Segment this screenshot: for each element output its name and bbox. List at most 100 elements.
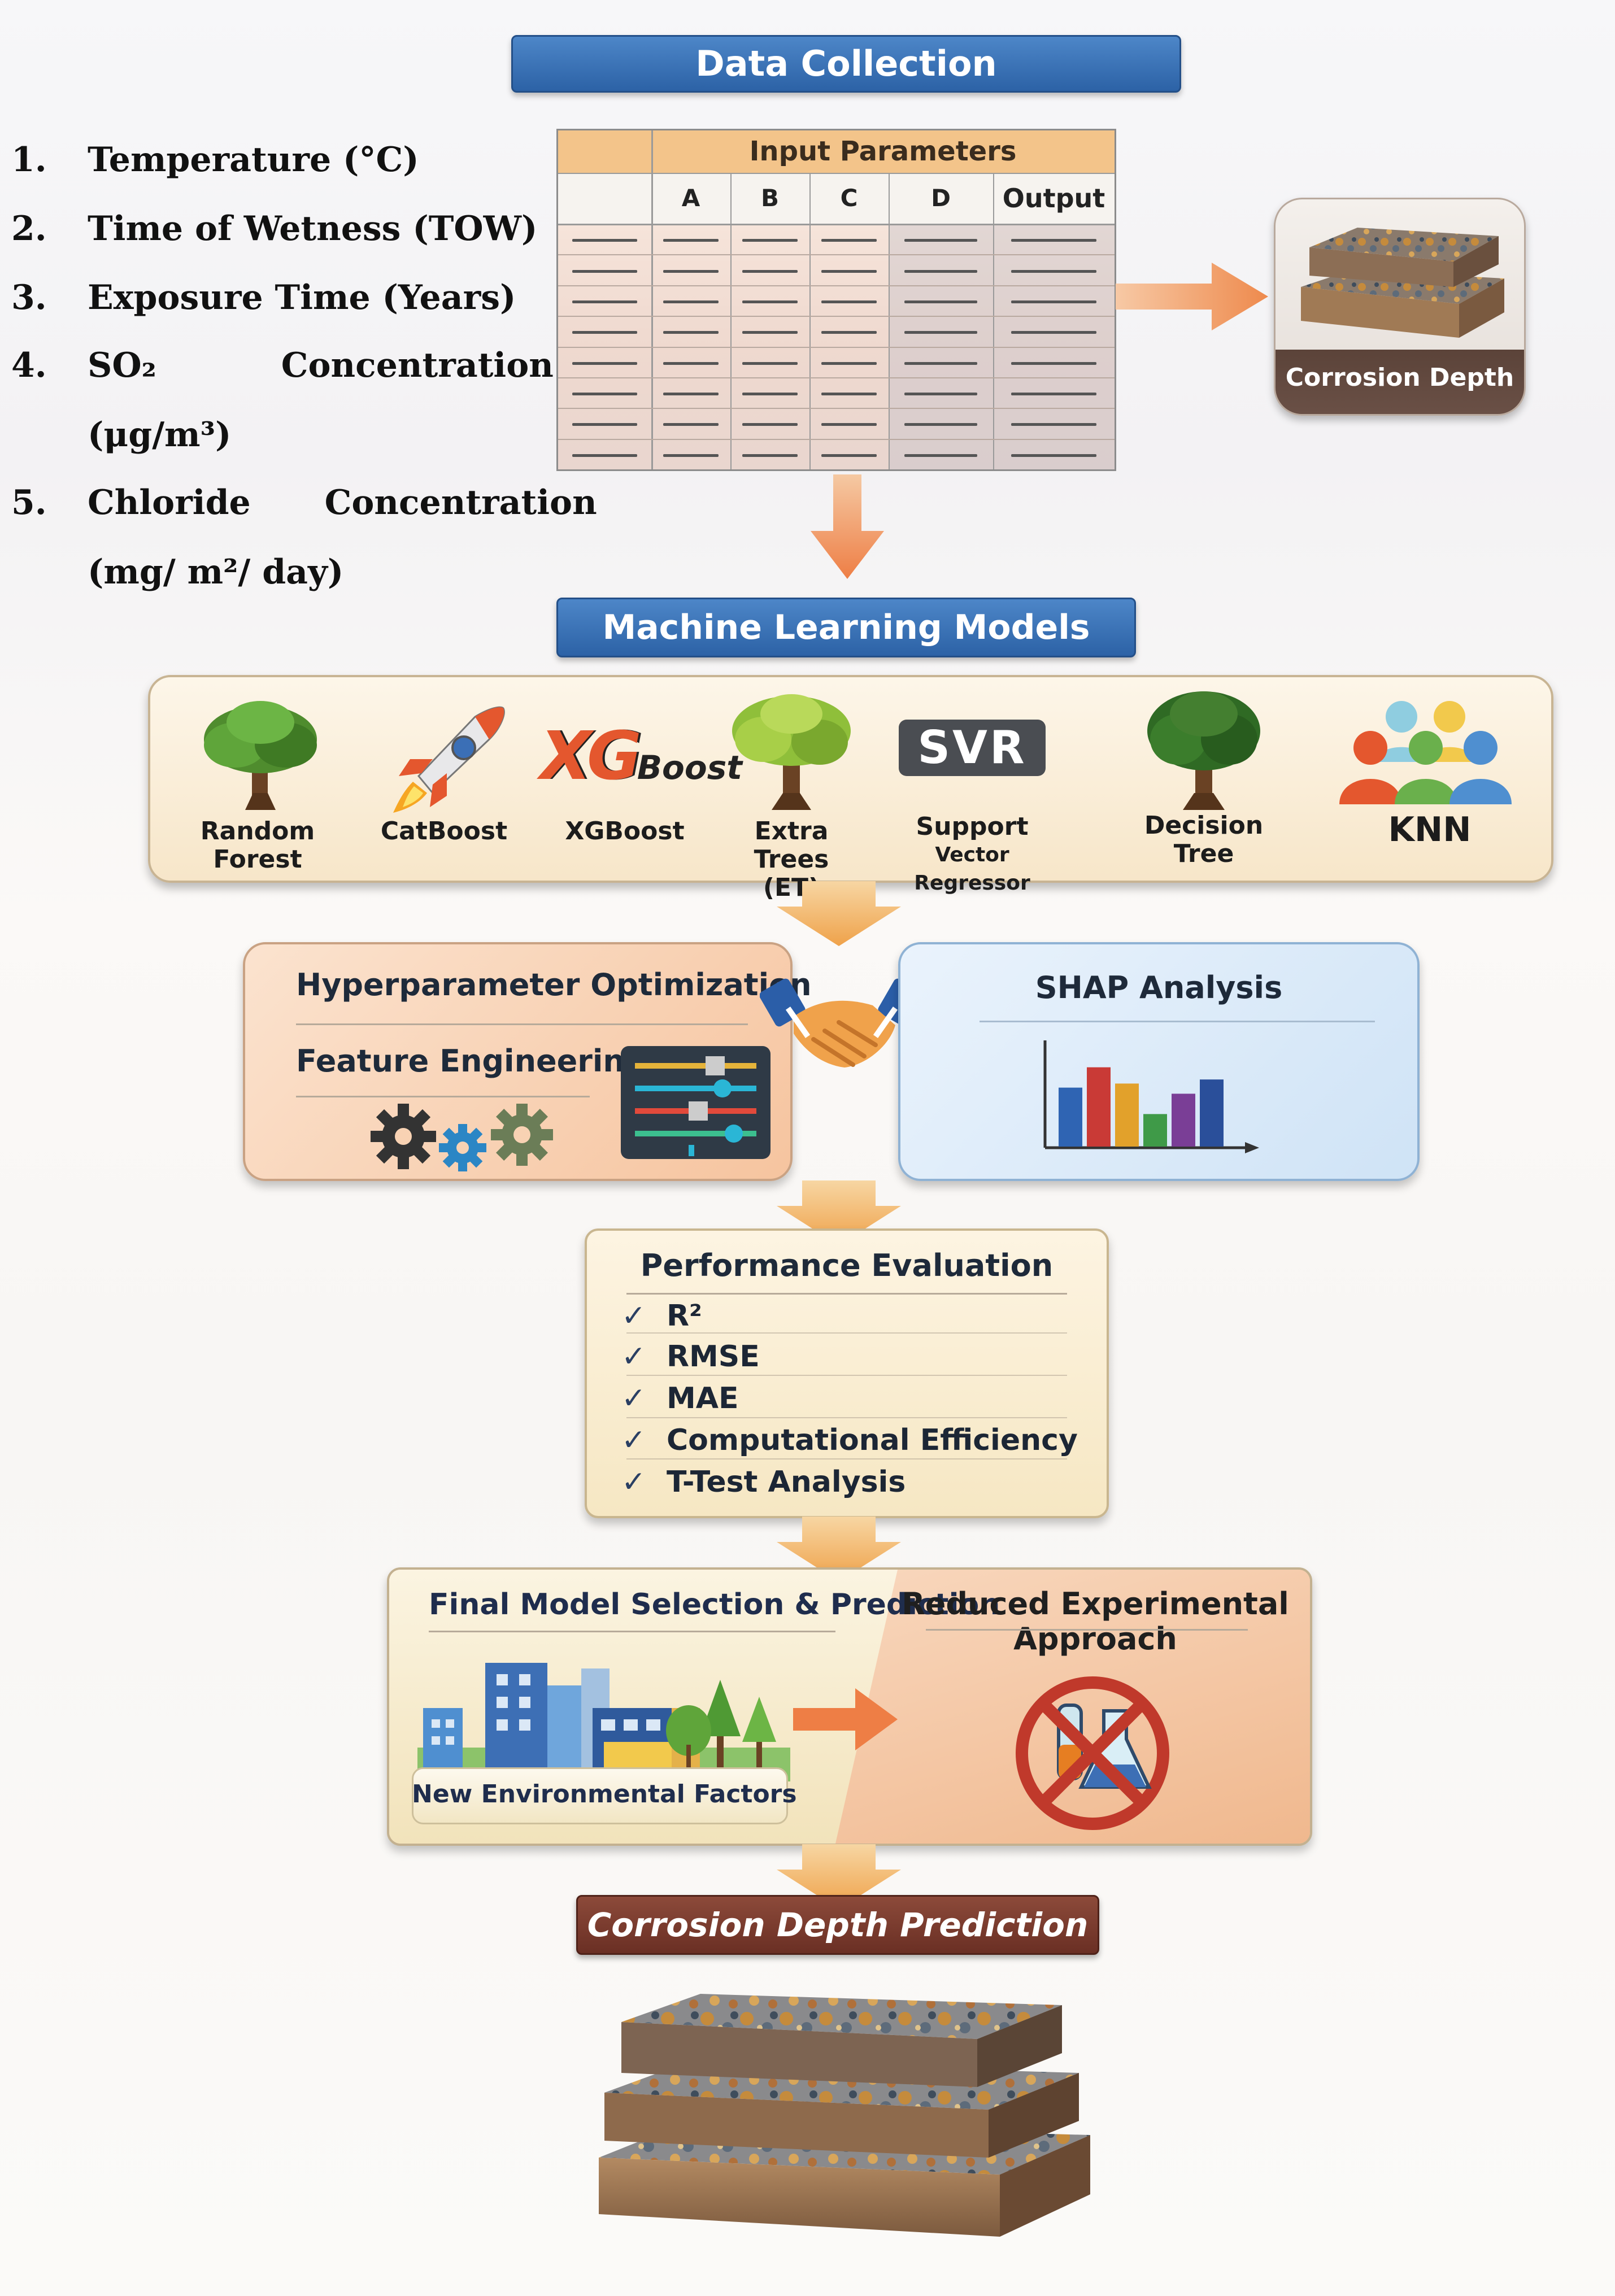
placeholder-dash xyxy=(1011,331,1096,334)
shap-bar xyxy=(1059,1087,1082,1147)
placeholder-dash xyxy=(572,423,638,426)
metric-item: ✓T-Test Analysis xyxy=(621,1465,906,1499)
placeholder-dash xyxy=(1011,239,1096,242)
arrow-right-icon xyxy=(1116,263,1268,330)
placeholder-dash xyxy=(821,331,877,334)
corroded-slab-icon xyxy=(599,1994,1090,2237)
check-icon: ✓ xyxy=(621,1299,646,1333)
parameter-label: Chloride Concentration xyxy=(88,483,597,522)
sliders-icon xyxy=(621,1046,771,1159)
placeholder-dash xyxy=(821,361,877,365)
arrow-down-icon xyxy=(777,881,901,946)
check-icon: ✓ xyxy=(621,1423,646,1457)
placeholder-dash xyxy=(904,454,978,457)
xgboost-logo-boost: Boost xyxy=(637,748,742,787)
placeholder-dash xyxy=(742,269,798,273)
column-header: C xyxy=(840,184,858,212)
arrow-down-icon xyxy=(811,474,884,579)
placeholder-dash xyxy=(742,454,798,457)
parameter-label: Temperature (°C) xyxy=(88,140,419,180)
placeholder-dash xyxy=(663,239,719,242)
placeholder-dash xyxy=(663,361,719,365)
placeholder-dash xyxy=(1011,300,1096,303)
hyperparameter-optimization-title: Hyperparameter Optimization xyxy=(296,967,812,1003)
shap-analysis-panel: SHAP Analysis xyxy=(898,942,1420,1181)
placeholder-dash xyxy=(1011,454,1096,457)
xgboost-logo-xg: XG xyxy=(540,717,642,795)
arrow-down-icon xyxy=(777,1517,901,1582)
feature-engineering-title: Feature Engineering xyxy=(296,1043,647,1079)
parameter-label: Time of Wetness (TOW) xyxy=(88,209,538,249)
performance-evaluation-title: Performance Evaluation xyxy=(640,1248,1054,1283)
placeholder-dash xyxy=(572,300,638,303)
placeholder-dash xyxy=(904,300,978,303)
final-selection-panel: Final Model Selection & Prediction xyxy=(387,1567,1312,1846)
placeholder-dash xyxy=(821,239,877,242)
placeholder-dash xyxy=(821,454,877,457)
parameter-unit: (μg/m³) xyxy=(88,415,232,455)
metric-label: MAE xyxy=(667,1382,739,1415)
placeholder-dash xyxy=(1011,361,1096,365)
column-header: D xyxy=(931,184,951,212)
arrow-right-icon xyxy=(793,1688,898,1750)
corrosion-depth-prediction-header: Corrosion Depth Prediction xyxy=(576,1895,1099,1955)
metric-label: R² xyxy=(667,1299,702,1333)
placeholder-dash xyxy=(742,300,798,303)
table-row-line xyxy=(558,408,1115,409)
tree-icon xyxy=(732,694,851,810)
placeholder-dash xyxy=(742,331,798,334)
metric-label: Computational Efficiency xyxy=(667,1423,1078,1457)
metric-item: ✓ MAE xyxy=(621,1382,739,1415)
column-header: B xyxy=(760,184,779,212)
final-model-title: Final Model Selection & Prediction xyxy=(429,1588,1000,1622)
placeholder-dash xyxy=(742,361,798,365)
parameter-number: 4. xyxy=(11,346,47,385)
shap-bar xyxy=(1172,1093,1195,1147)
svr-logo: SVR xyxy=(899,720,1046,776)
placeholder-dash xyxy=(572,454,638,457)
rocket-icon xyxy=(393,706,505,813)
check-icon: ✓ xyxy=(621,1382,646,1415)
placeholder-dash xyxy=(663,454,719,457)
input-parameters-table: Input Parameters A B C D Output xyxy=(556,129,1116,471)
placeholder-dash xyxy=(904,269,978,273)
placeholder-dash xyxy=(821,423,877,426)
placeholder-dash xyxy=(904,361,978,365)
shap-analysis-title: SHAP Analysis xyxy=(1035,970,1283,1005)
placeholder-dash xyxy=(742,393,798,396)
placeholder-dash xyxy=(1011,393,1096,396)
xgboost-logo: XGBoost xyxy=(540,717,742,795)
metric-item: ✓ Computational Efficiency xyxy=(621,1423,1078,1457)
table-row-line xyxy=(558,377,1115,378)
placeholder-dash xyxy=(572,331,638,334)
placeholder-dash xyxy=(663,331,719,334)
placeholder-dash xyxy=(1011,423,1096,426)
parameter-number: 5. xyxy=(11,483,47,522)
shap-bar xyxy=(1143,1114,1167,1147)
ml-models-header: Machine Learning Models xyxy=(556,598,1136,657)
placeholder-dash xyxy=(821,300,877,303)
placeholder-dash xyxy=(663,300,719,303)
reduced-experimental-title: Reduced Experimental Approach xyxy=(902,1586,1289,1657)
data-collection-header: Data Collection xyxy=(511,35,1181,93)
placeholder-dash xyxy=(572,361,638,365)
corroded-plates-icon xyxy=(1301,228,1504,338)
table-row-line xyxy=(558,438,1115,440)
parameter-number: 2. xyxy=(11,209,47,249)
table-row-line xyxy=(558,346,1115,348)
placeholder-dash xyxy=(821,393,877,396)
tree-icon xyxy=(1147,691,1260,810)
corrosion-depth-label: Corrosion Depth xyxy=(1285,363,1514,392)
shap-bar-chart xyxy=(1043,1040,1259,1153)
parameter-number: 3. xyxy=(11,278,47,317)
no-experiment-icon xyxy=(1016,1676,1169,1830)
placeholder-dash xyxy=(904,393,978,396)
metric-item: ✓ R² xyxy=(621,1299,702,1333)
placeholder-dash xyxy=(1011,269,1096,273)
table-row-line xyxy=(558,285,1115,286)
placeholder-dash xyxy=(663,423,719,426)
